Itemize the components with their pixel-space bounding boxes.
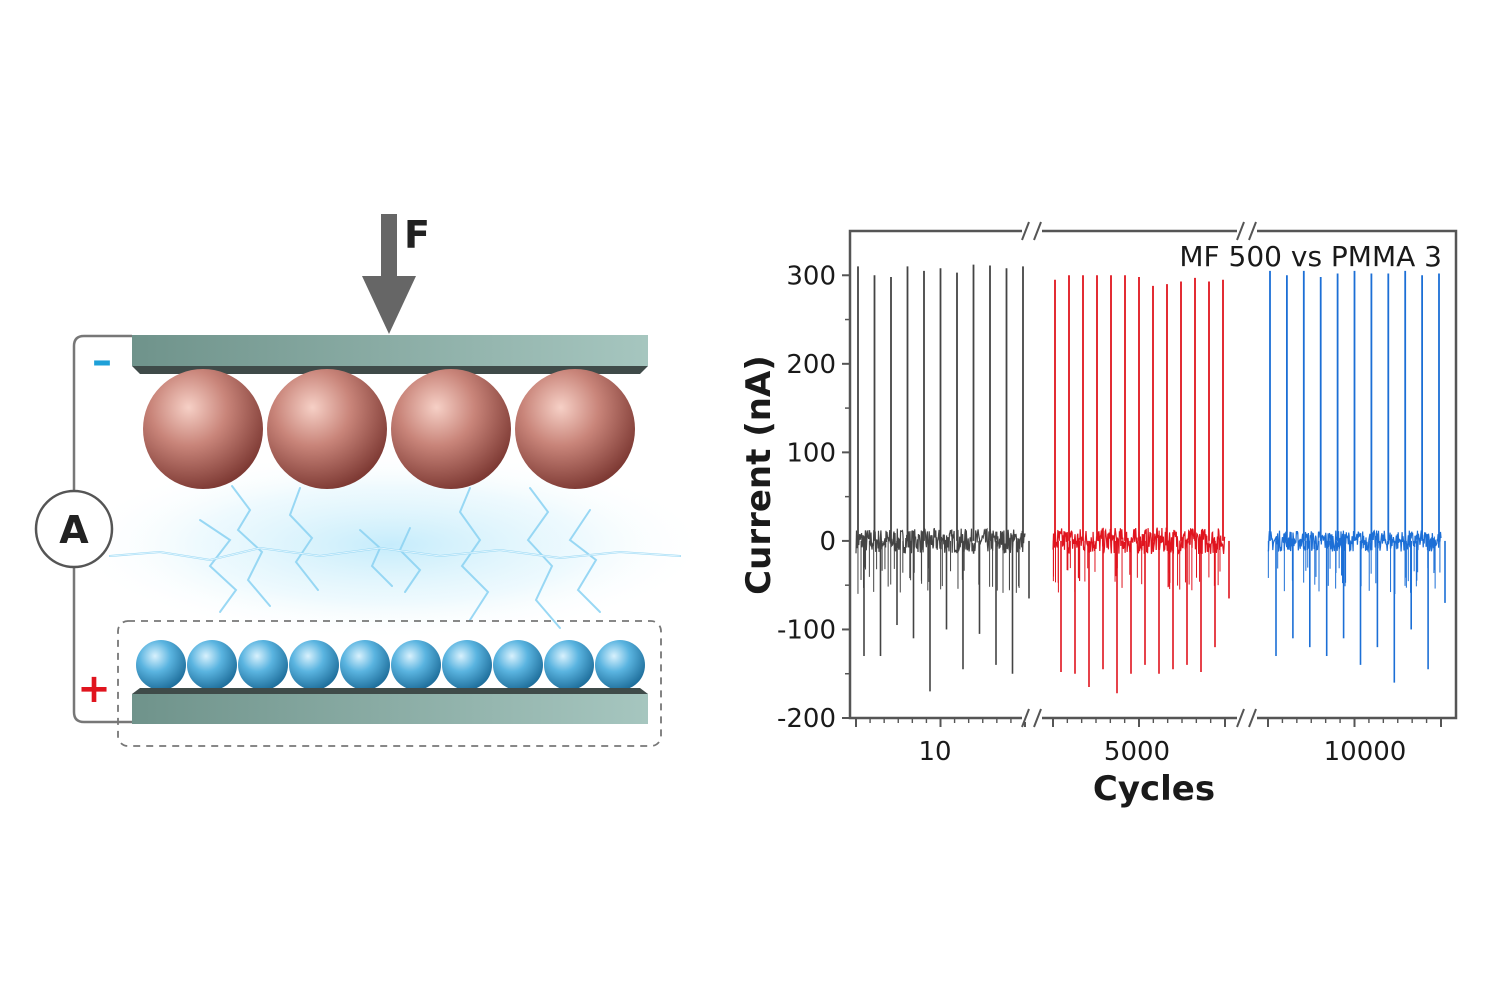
small-sphere bbox=[187, 640, 237, 690]
axis-break-mark bbox=[1236, 221, 1245, 241]
small-sphere-row bbox=[136, 640, 645, 690]
small-sphere bbox=[493, 640, 543, 690]
x-tick-label: 5000 bbox=[1104, 737, 1170, 767]
y-tick-label: -200 bbox=[777, 704, 836, 734]
y-tick-label: -100 bbox=[777, 615, 836, 645]
device-diagram: A – + bbox=[34, 213, 710, 747]
x-axis bbox=[855, 718, 1442, 727]
small-sphere bbox=[136, 640, 186, 690]
small-sphere bbox=[289, 640, 339, 690]
ammeter: A bbox=[34, 489, 114, 569]
series-segment-5000 bbox=[1052, 275, 1230, 694]
axis-break-gap bbox=[1237, 714, 1257, 722]
y-tick-label: 300 bbox=[786, 261, 836, 291]
discharge-glow bbox=[70, 450, 710, 640]
axis-break-mark bbox=[1033, 708, 1042, 728]
axis-break-gap bbox=[1237, 227, 1257, 235]
series-segment-10 bbox=[855, 264, 1030, 692]
x-tick-label: 10 bbox=[918, 737, 951, 767]
axis-breaks bbox=[1021, 221, 1257, 728]
axis-break-mark bbox=[1248, 221, 1257, 241]
small-sphere bbox=[238, 640, 288, 690]
discharge-lightning-core bbox=[109, 547, 681, 561]
negative-sign: – bbox=[92, 338, 112, 384]
y-axis-title: Current (nA) bbox=[739, 355, 779, 595]
large-sphere bbox=[267, 369, 387, 489]
large-sphere bbox=[143, 369, 263, 489]
y-tick-label: 0 bbox=[819, 527, 836, 557]
small-sphere bbox=[340, 640, 390, 690]
y-tick-label: 100 bbox=[786, 438, 836, 468]
y-tick-label: 200 bbox=[786, 350, 836, 380]
series-layer bbox=[855, 264, 1446, 694]
axis-break-mark bbox=[1021, 708, 1030, 728]
legend-label: MF 500 vs PMMA 3 bbox=[1179, 240, 1442, 273]
large-sphere-row bbox=[143, 369, 635, 489]
force-arrow: F bbox=[362, 213, 430, 334]
small-sphere bbox=[595, 640, 645, 690]
large-sphere bbox=[391, 369, 511, 489]
x-tick-labels: 10 5000 10000 bbox=[918, 737, 1406, 767]
top-electrode-plate bbox=[132, 335, 648, 374]
ammeter-label: A bbox=[59, 508, 89, 552]
ammeter-circle bbox=[34, 489, 114, 569]
axis-break-mark bbox=[1021, 221, 1030, 241]
axis-break-mark bbox=[1236, 708, 1245, 728]
positive-sign: + bbox=[77, 666, 111, 712]
axis-break-gap bbox=[1022, 714, 1042, 722]
bottom-electrode-plate bbox=[132, 688, 648, 724]
axis-break-gap bbox=[1022, 227, 1042, 235]
axis-break-mark bbox=[1248, 708, 1257, 728]
axis-break-mark bbox=[1033, 221, 1042, 241]
bottom-layer-outline bbox=[117, 620, 662, 747]
series-segment-10000 bbox=[1267, 270, 1446, 683]
force-label: F bbox=[404, 213, 430, 257]
y-axis: 300 200 100 0 -100 -200 bbox=[777, 261, 850, 734]
small-sphere bbox=[391, 640, 441, 690]
small-sphere bbox=[442, 640, 492, 690]
x-tick-label: 10000 bbox=[1324, 737, 1407, 767]
small-sphere bbox=[544, 640, 594, 690]
circuit-wire bbox=[72, 334, 132, 724]
current-vs-cycles-chart: 300 200 100 0 -100 -200 10 5000 10000 MF 500 vs… bbox=[739, 221, 1458, 809]
large-sphere bbox=[515, 369, 635, 489]
x-axis-title: Cycles bbox=[1093, 769, 1215, 809]
